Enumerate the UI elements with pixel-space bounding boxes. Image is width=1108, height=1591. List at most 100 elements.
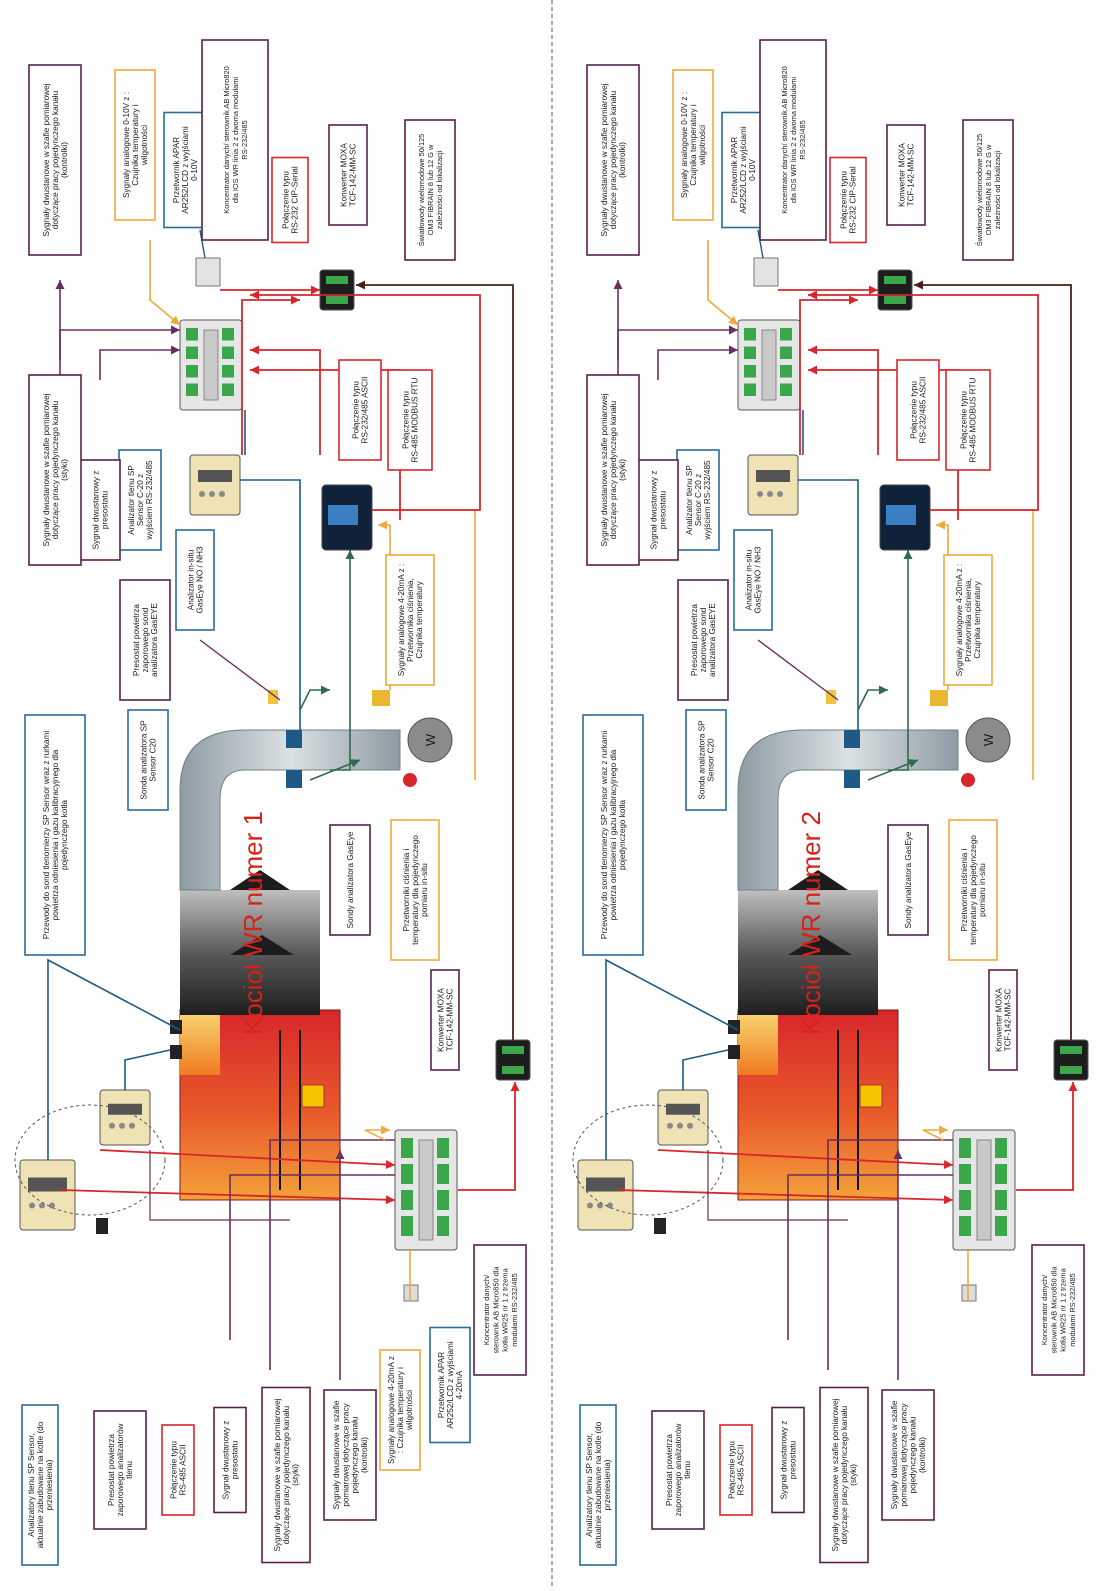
label-line: temperatury dla pojedynczego (411, 835, 420, 945)
label-line: Sondy analizatora GasEye (346, 831, 355, 928)
label-line: RS-485 MODBUS RTU (969, 377, 978, 462)
panel-2: Kocioł WR numer 2WAnalizatory tlenu SP S… (573, 40, 1088, 1565)
gaseye-screen (886, 505, 916, 525)
terminal-block (959, 1138, 971, 1158)
label-text: Połączenie typuRS-232 CIP-Serial (281, 166, 299, 234)
red-rs232 (800, 300, 858, 455)
label-line: Sensor C20 (707, 738, 716, 782)
label-text: Analizator in-situGasEye NO / NH3 (744, 546, 762, 613)
label-box: Sygnały analogowe 4-20mA z :Przetwornika… (944, 555, 992, 685)
label-line: Sensor C-20 z (136, 474, 145, 526)
terminal-block (401, 1164, 413, 1184)
label-text: Koncentrator danych/sterownik AB Micro85… (1040, 1266, 1077, 1354)
label-box: Sygnały dwustanowe w szafie pomiarowejdo… (29, 65, 81, 255)
label-line: Światłowody wielomodowe 50/125 (975, 134, 984, 247)
label-box: Presostat powietrzazaporowego analizator… (94, 1411, 146, 1529)
moxa-converter-bottom (1054, 1040, 1088, 1080)
label-line: Sensor C20 (149, 738, 158, 782)
arrow-head (808, 366, 817, 375)
purple-signal (100, 350, 180, 380)
moxa-port (502, 1046, 524, 1054)
red-to-moxa (1016, 1082, 1073, 1190)
label-line: zależności od lokalizacji (435, 150, 444, 229)
arrow-head (729, 346, 738, 355)
label-line: Konwerter MOXA (436, 988, 445, 1052)
terminal-block (780, 365, 792, 378)
label-line: 4-20mA (455, 1370, 464, 1399)
label-line: Sygnały analogowe 4-20mA z : (955, 564, 964, 676)
oxygen-analyzer-1 (578, 1160, 633, 1230)
label-text: Presostat powietrzazaporowego sondanaliz… (690, 603, 717, 677)
analyzer-key (687, 1123, 693, 1129)
terminal-block (959, 1164, 971, 1184)
moxa-port (326, 296, 348, 304)
terminal-block (744, 384, 756, 397)
arrow-head (56, 280, 65, 289)
terminal-block (222, 328, 234, 341)
arrow-head (944, 1195, 953, 1204)
terminal-block (995, 1216, 1007, 1236)
arrow-head (849, 296, 858, 305)
label-line: przeniesienia) (45, 1459, 54, 1510)
label-box: Koncentrator danych/ sterownik AB Micro8… (202, 40, 268, 240)
analyzer-key (199, 491, 205, 497)
label-box: Analizator tlenu SPSensor C-20 zwyjściem… (119, 450, 161, 550)
terminal-block (744, 365, 756, 378)
arrow-head (378, 521, 387, 530)
oxygen-analyzer-2-body (100, 1090, 150, 1145)
label-line: RS-232/485 ASCII (919, 377, 928, 444)
label-line: (kontrolki) (618, 142, 627, 178)
label-line: 0-10V (190, 159, 199, 181)
label-line: Czujnika temperatury (415, 580, 424, 658)
terminal-block (780, 328, 792, 341)
label-text: Koncentrator danych/sterownik AB Micro85… (482, 1266, 519, 1354)
label-line: Czujnika temperatury i (689, 104, 698, 186)
label-line: Analizatory tlenu SP Sensor, (585, 1433, 594, 1537)
label-box: Sygnały analogowe 0-10V z :Czujnika temp… (673, 70, 713, 220)
arrow-head (939, 1126, 948, 1135)
label-box: Światłowody wielomodowe 50/125OM3 FIBRAI… (405, 120, 455, 260)
pressure-switch-icon (96, 1218, 108, 1234)
label-line: Połączenie typu (351, 381, 360, 439)
label-line: Czujnika temperatury i (131, 104, 140, 186)
label-line: Połączenie typu (909, 381, 918, 439)
terminal-block (186, 365, 198, 378)
arrow-head (729, 326, 738, 335)
gaseye-screen (328, 505, 358, 525)
humidity-transmitter-icon (404, 1285, 418, 1301)
label-line: RS-232/485 (240, 120, 249, 159)
label-line: (styki) (291, 1464, 300, 1486)
label-line: Sygnały dwustanowe w szafie pomiarowej (273, 1398, 282, 1551)
terminal-block (437, 1190, 449, 1210)
label-line: Przetwornik APAR (437, 1352, 446, 1418)
label-line: Sygnał dwustanowy z (779, 1421, 788, 1500)
label-box: Połączenie typuRS-232/485 ASCII (897, 360, 939, 460)
analyzer-key (109, 1123, 115, 1129)
plc-module (419, 1140, 433, 1240)
label-box: Presostat powietrzazaporowego sondanaliz… (678, 580, 728, 700)
terminal-block (186, 328, 198, 341)
terminal-block (959, 1190, 971, 1210)
label-text: Połączenie typuRS-232/485 ASCII (351, 377, 369, 444)
label-line: zaporowego analizatorów (674, 1423, 683, 1516)
label-box: Sygnały dwustanowe w szafiepomiarowej do… (324, 1390, 376, 1520)
boiler-port (170, 1045, 182, 1059)
arrow-head (381, 1126, 390, 1135)
label-line: Sygnały analogowe 0-10V z : (680, 92, 689, 198)
label-line: Analizator in-situ (744, 549, 753, 610)
terminal-block (186, 384, 198, 397)
label-line: pomiaru in-situ (978, 863, 987, 917)
label-text: Konwerter MOXATCF-142-MM-SC (339, 143, 357, 207)
label-line: Połączenie typu (727, 1441, 736, 1499)
probe-icon (286, 770, 302, 788)
humidity-transmitter-icon (196, 258, 220, 286)
label-line: (styki) (849, 1464, 858, 1486)
arrow-head (869, 286, 878, 295)
red-to-moxa (458, 1082, 515, 1190)
label-line: Przewody do sond tlenomierzy SP Sensor w… (42, 731, 51, 939)
terminal-block (437, 1164, 449, 1184)
humidity-transmitter-icon (962, 1285, 976, 1301)
label-line: GasEye NO / NH3 (754, 546, 763, 613)
terminal-block (780, 384, 792, 397)
